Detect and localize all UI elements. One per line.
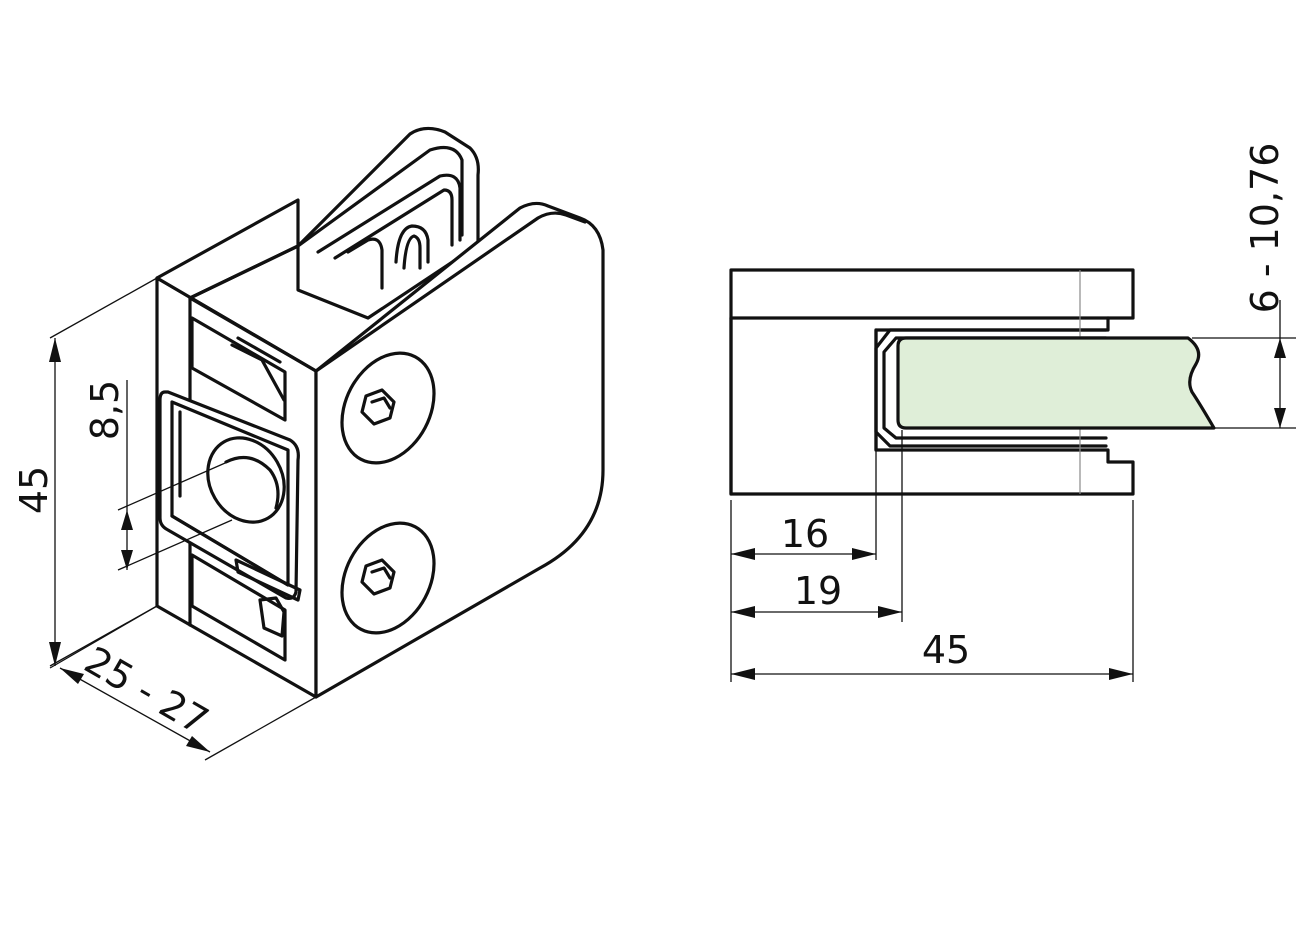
- iso-dimension-slot: 8,5: [83, 380, 233, 571]
- dim-height-label: 45: [12, 466, 56, 514]
- side-dimension-glass: 6 - 10,76: [1192, 143, 1296, 429]
- dim-slot-label: 8,5: [83, 380, 127, 440]
- side-view: 6 - 10,76 16 19 45: [729, 143, 1296, 682]
- isometric-view: 45 8,5 25 - 27: [12, 126, 605, 761]
- dim-45-label: 45: [922, 628, 970, 672]
- glass-panel: [896, 336, 1216, 430]
- upper-slot: [190, 316, 287, 422]
- iso-dimension-height: 45: [12, 277, 158, 667]
- dim-19-label: 19: [794, 569, 842, 613]
- back-plate: [296, 126, 480, 320]
- screw-lower: [340, 521, 436, 635]
- dim-16-label: 16: [781, 512, 829, 556]
- rubber-insert: [158, 390, 302, 602]
- dim-depth-label: 25 - 27: [77, 638, 216, 743]
- gasket: [874, 328, 1108, 448]
- dim-glass-label: 6 - 10,76: [1243, 143, 1287, 314]
- screw-upper: [340, 351, 436, 465]
- side-dimensions-horizontal: 16 19 45: [730, 430, 1134, 682]
